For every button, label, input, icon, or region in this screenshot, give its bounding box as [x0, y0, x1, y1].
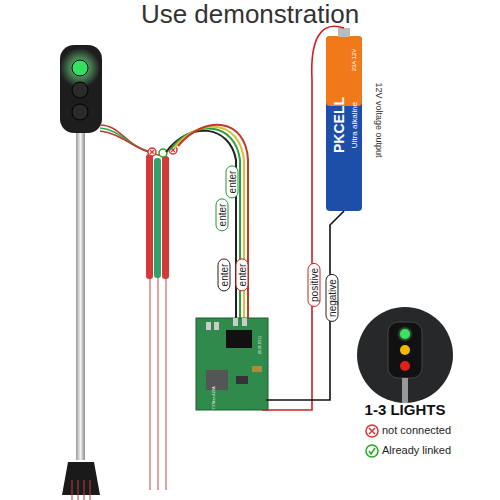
module-wires [166, 125, 248, 320]
battery-note: 12V voltage output [373, 82, 383, 157]
legend-text: not connected [382, 424, 451, 436]
test-clips [146, 154, 169, 490]
wire-tag: enter [226, 166, 239, 199]
green-light [72, 60, 88, 76]
inductor [206, 370, 228, 390]
battery-brand: PKCELL [332, 97, 347, 153]
inset-caption: 1-3 LIGHTS [365, 402, 446, 419]
pcb-text: 2018.0311 [258, 336, 262, 355]
cross-icon [366, 425, 378, 437]
ic-chip [226, 330, 252, 348]
wire-tag: enter [236, 259, 249, 292]
dark-light [72, 104, 88, 120]
battery-text: Ultra alkaline [351, 102, 360, 148]
signal-base [62, 462, 100, 495]
wire-tag: negative [326, 274, 339, 322]
signal-pole [76, 125, 85, 460]
signal-wires [100, 125, 162, 156]
base-wires [72, 480, 90, 500]
wire-tag: positive [308, 263, 321, 307]
negative-wire [266, 211, 344, 400]
dark-light [72, 82, 88, 98]
battery [326, 36, 362, 211]
signal-head [60, 45, 102, 133]
pcb-text: YXSter-420A [212, 386, 216, 409]
wire-tag: enter [216, 199, 229, 232]
wire-tag: enter [218, 259, 231, 292]
title: Use demonstration [0, 0, 500, 29]
battery-text: 23A 12V [351, 49, 358, 72]
inset-circle [357, 307, 453, 403]
battery-terminal [338, 28, 350, 37]
check-icon [366, 445, 378, 457]
positive-wire [262, 26, 344, 410]
legend-text: Already linked [382, 444, 451, 456]
pcb-board [196, 318, 268, 410]
